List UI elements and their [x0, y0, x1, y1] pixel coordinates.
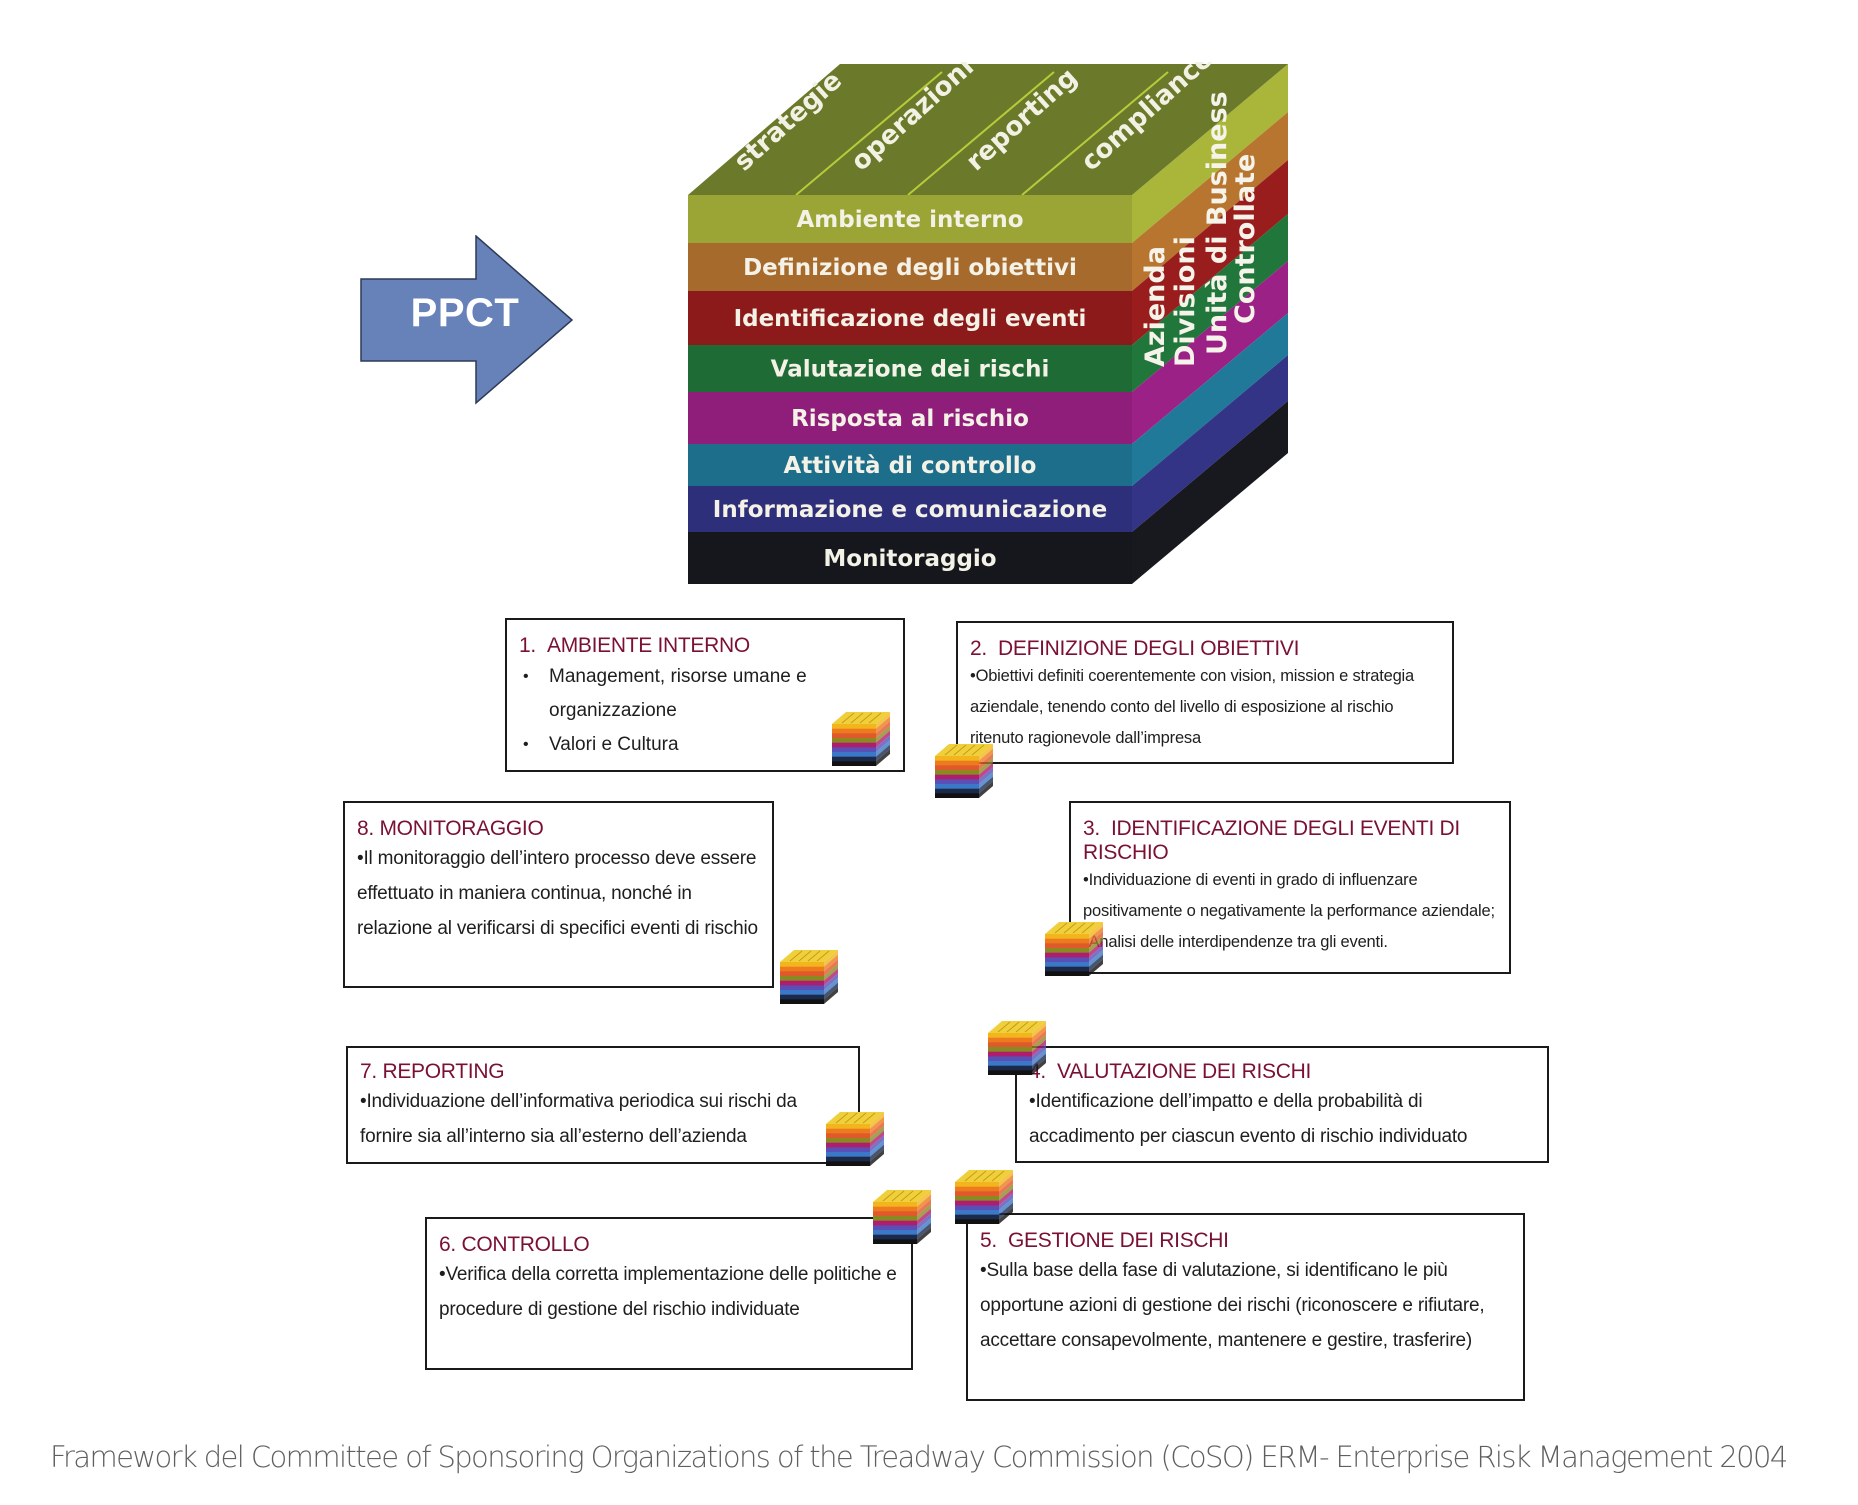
cube-layer	[688, 291, 1132, 345]
mini-cube-icon	[988, 1021, 1046, 1075]
cube-layer-label: Risposta al rischio	[791, 406, 1029, 432]
cube-side-label: Azienda	[1140, 246, 1171, 367]
ppct-arrow: PPCT	[360, 234, 574, 405]
cube-layer	[688, 195, 1132, 243]
ppct-label: PPCT	[410, 291, 520, 335]
step-number: 1.	[519, 634, 536, 657]
cube-top-divider	[795, 71, 943, 196]
cube-layer-label: Ambiente interno	[796, 207, 1023, 233]
step-box-6: 6. CONTROLLO •Verifica della corretta im…	[425, 1217, 913, 1370]
step-text: •Obiettivi definiti coerentemente con vi…	[970, 667, 1414, 747]
step-title: GESTIONE DEI RISCHI	[1008, 1229, 1229, 1252]
cube-layer	[688, 444, 1132, 486]
cube-side-layer	[1132, 214, 1288, 392]
mini-cube-icon	[826, 1112, 884, 1166]
step-box-2: 2. DEFINIZIONE DEGLI OBIETTIVI •Obiettiv…	[956, 621, 1454, 764]
step-box-3: 3. IDENTIFICAZIONE DEGLI EVENTI DI RISCH…	[1069, 801, 1511, 974]
cube-layer-label: Monitoraggio	[823, 546, 996, 572]
step-title: REPORTING	[382, 1060, 505, 1083]
step-number: 7.	[360, 1060, 377, 1083]
cube-layer-label: Informazione e comunicazione	[713, 497, 1107, 523]
cube-layer	[688, 486, 1132, 532]
step-number: 2.	[970, 637, 987, 660]
cube-top-divider	[907, 71, 1055, 196]
step-text: •Verifica della corretta implementazione…	[439, 1264, 897, 1320]
step-box-7: 7. REPORTING •Individuazione dell’inform…	[346, 1046, 860, 1164]
cube-side-layer	[1132, 160, 1288, 345]
cube-layer	[688, 345, 1132, 392]
step-text: •Identificazione dell’impatto e della pr…	[1029, 1091, 1468, 1147]
cube-top-dividers	[795, 71, 1169, 196]
step-bullet: Valori e Cultura	[519, 728, 891, 762]
step-text: •Analisi delle interdipendenze tra gli e…	[1083, 933, 1388, 951]
step-title: VALUTAZIONE DEI RISCHI	[1057, 1060, 1311, 1083]
cube-side-label: Unità di Business	[1202, 91, 1233, 355]
cube-side-layer	[1132, 313, 1288, 486]
step-number: 3.	[1083, 817, 1100, 840]
cube-side-layer	[1132, 401, 1288, 584]
step-title: AMBIENTE INTERNO	[547, 634, 750, 657]
step-box-4: 4. VALUTAZIONE DEI RISCHI •Identificazio…	[1015, 1046, 1549, 1163]
mini-cube-icon	[1045, 922, 1103, 976]
cube-side-layer	[1132, 261, 1288, 444]
cube-side-label: Controllate	[1230, 154, 1261, 324]
step-text: •Individuazione di eventi in grado di in…	[1083, 871, 1495, 920]
cube-side-label: Divisioni	[1170, 236, 1201, 367]
cube-layer-label: Attività di controllo	[784, 453, 1037, 479]
mini-cube-icon	[935, 744, 993, 798]
step-title: DEFINIZIONE DEGLI OBIETTIVI	[998, 637, 1300, 660]
right-arrow-icon	[360, 234, 574, 405]
cube-side-layer	[1132, 355, 1288, 532]
step-number: 5.	[980, 1229, 997, 1252]
cube-layer-label: Valutazione dei rischi	[771, 357, 1050, 383]
cube-layer	[688, 532, 1132, 584]
cube-layer	[688, 392, 1132, 444]
cube-layer	[688, 243, 1132, 291]
step-number: 6.	[439, 1233, 456, 1256]
step-box-8: 8. MONITORAGGIO •Il monitoraggio dell’in…	[343, 801, 774, 988]
cube-top-divider	[1021, 71, 1169, 196]
figure-caption: Framework del Committee of Sponsoring Or…	[50, 1440, 1788, 1474]
step-text: •Sulla base della fase di valutazione, s…	[980, 1260, 1485, 1351]
cube-layer-label: Definizione degli obiettivi	[743, 255, 1077, 281]
step-box-5: 5. GESTIONE DEI RISCHI •Sulla base della…	[966, 1213, 1525, 1401]
step-text: •Il monitoraggio dell’intero processo de…	[357, 848, 758, 939]
step-number: 8.	[357, 817, 374, 840]
mini-cube-icon	[780, 950, 838, 1004]
step-bullet: Management, risorse umane e organizzazio…	[519, 660, 839, 728]
cube-side-layer	[1132, 112, 1288, 291]
cube-side-layer	[1132, 64, 1288, 243]
step-title: CONTROLLO	[461, 1233, 590, 1256]
step-text: •Individuazione dell’informativa periodi…	[360, 1091, 797, 1147]
step-title: MONITORAGGIO	[379, 817, 544, 840]
cube-layer-label: Identificazione degli eventi	[734, 306, 1087, 332]
mini-cube-icon	[832, 712, 890, 766]
cube-side-face	[1132, 64, 1288, 584]
mini-cube-icon	[955, 1170, 1013, 1224]
mini-cube-icon	[873, 1190, 931, 1244]
step-title: IDENTIFICAZIONE DEGLI EVENTI DI RISCHIO	[1083, 817, 1460, 864]
